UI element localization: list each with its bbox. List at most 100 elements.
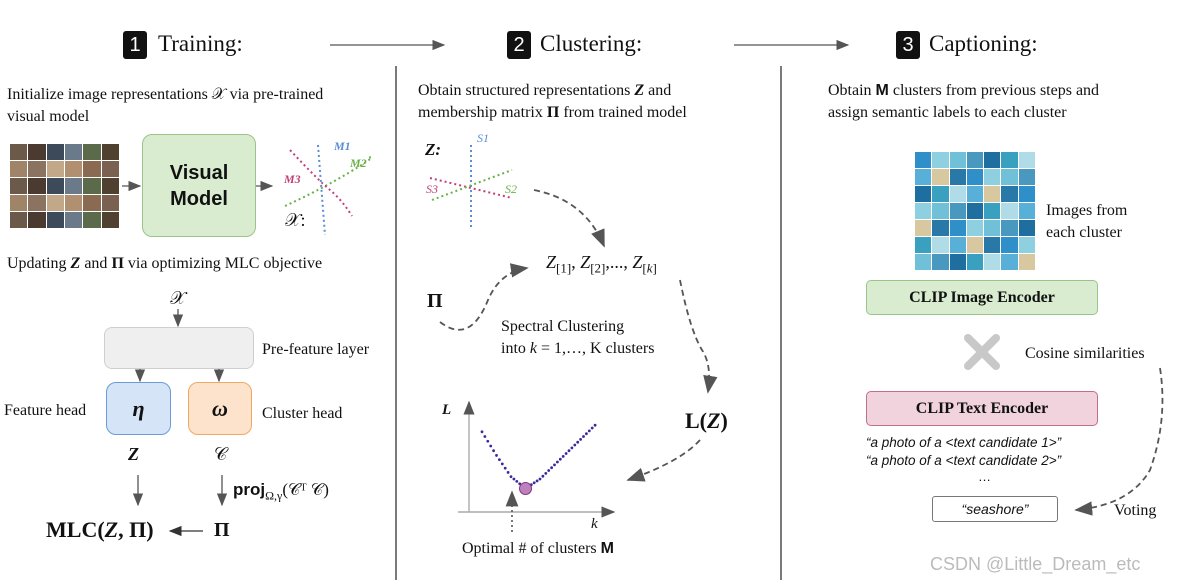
manifold-sketch	[284, 144, 373, 236]
curve-dot	[495, 454, 498, 457]
text-candidate-1: “a photo of a <text candidate 1>”	[866, 435, 1062, 450]
s3-label: S3	[426, 182, 438, 196]
s1-label: S1	[477, 131, 489, 145]
thumbnail	[65, 178, 83, 194]
thumbnail	[1018, 220, 1035, 236]
curve-dot	[576, 440, 580, 444]
thumbnail	[65, 144, 83, 160]
thumbnail	[28, 161, 46, 177]
curve-dot	[550, 466, 553, 470]
thumbnail	[46, 212, 64, 228]
thumbnail	[101, 178, 119, 194]
thumbnail	[1001, 203, 1018, 219]
thumbnail	[1001, 220, 1018, 236]
training-desc: Initialize image representations 𝒳 via p…	[7, 86, 324, 125]
result-label-box: “seashore”	[932, 496, 1058, 522]
loss-label: L(Z)	[685, 408, 728, 433]
cluster-head-box: ω	[188, 382, 252, 435]
curve-dot	[553, 463, 556, 467]
thumbnail	[10, 195, 28, 211]
thumbnail	[46, 195, 64, 211]
curve-dot	[587, 429, 591, 433]
thumbnail	[949, 237, 966, 253]
thumbnail	[915, 254, 932, 270]
thumbnail	[1018, 169, 1035, 185]
minimum-point	[519, 481, 532, 495]
thumbnail	[932, 152, 949, 168]
thumbnail	[932, 169, 949, 185]
images-from-cluster-label: Images from each cluster	[1046, 202, 1128, 241]
thumbnail	[966, 237, 984, 253]
curve-dot	[561, 454, 565, 458]
feature-head-box: η	[106, 382, 171, 435]
step-2-title: Clustering:	[540, 31, 643, 56]
thumbnail	[65, 161, 83, 177]
captioning-desc: Obtain M clusters from previous steps an…	[828, 82, 1100, 121]
plot-y-label: L	[442, 402, 452, 418]
cosine-label: Cosine similarities	[1025, 345, 1145, 362]
curve-dot	[579, 437, 582, 441]
curve-dot	[541, 474, 545, 478]
thumbnail	[1018, 152, 1035, 168]
step-1-title: Training:	[158, 31, 243, 56]
curve-dot	[573, 443, 577, 447]
cross-icon	[964, 334, 1000, 370]
z-symbol: Z	[128, 444, 139, 464]
mlc-label: MLC(Z, Π)	[46, 517, 154, 542]
step-3-badge: 3	[896, 31, 920, 59]
curve-dot	[486, 439, 490, 443]
thumbnail	[28, 178, 46, 194]
thumbnail	[915, 203, 932, 219]
thumbnail	[10, 144, 28, 160]
thumbnail	[10, 212, 28, 228]
curve-dot	[509, 475, 513, 479]
step-2-badge: 2	[507, 31, 531, 59]
thumbnail	[949, 220, 966, 236]
clustering-desc: Obtain structured representations Z and …	[418, 82, 687, 121]
curve-dot	[590, 426, 594, 430]
thumbnail	[984, 152, 1001, 168]
thumbnail	[83, 144, 101, 160]
curve-dot	[489, 444, 493, 448]
subspace-sketch	[429, 145, 513, 228]
thumbnail	[65, 212, 83, 228]
step-1-badge: 1	[123, 31, 147, 59]
thumbnail	[101, 144, 119, 160]
thumbnail	[984, 254, 1001, 270]
curve-dot	[506, 471, 510, 474]
thumbnail	[932, 220, 949, 236]
thumbnail	[932, 186, 949, 202]
thumbnail	[984, 186, 1001, 202]
thumbnail	[1018, 237, 1035, 253]
curve-dot	[567, 449, 571, 453]
curve-dot	[532, 481, 536, 485]
thumbnail	[932, 203, 949, 219]
curve-dot	[492, 449, 495, 453]
thumbnail	[915, 237, 932, 253]
c-symbol: 𝒞	[214, 444, 228, 464]
thumbnail	[966, 152, 984, 168]
curve-dot	[503, 466, 507, 470]
thumbnail	[984, 203, 1001, 219]
thumbnail	[949, 186, 966, 202]
thumbnail	[10, 161, 28, 177]
thumbnail	[966, 220, 984, 236]
thumbnail	[966, 203, 984, 219]
thumbnail	[949, 169, 966, 185]
thumbnail	[101, 195, 119, 211]
thumbnail	[932, 237, 949, 253]
thumbnail	[915, 152, 932, 168]
manifold-x-label: 𝒳:	[285, 210, 306, 230]
cluster-head-label: Cluster head	[262, 405, 343, 422]
curve-dot	[556, 460, 559, 464]
pi-symbol-training: Π	[214, 519, 230, 541]
curve-dot	[564, 452, 568, 455]
thumbnail	[1001, 186, 1018, 202]
thumbnail	[65, 195, 83, 211]
thumbnail	[28, 144, 46, 160]
thumbnail	[83, 212, 101, 228]
input-x-symbol: 𝒳	[170, 288, 186, 308]
curve-dot	[535, 479, 539, 483]
thumbnail	[932, 254, 949, 270]
plot-x-label: k	[591, 516, 598, 532]
